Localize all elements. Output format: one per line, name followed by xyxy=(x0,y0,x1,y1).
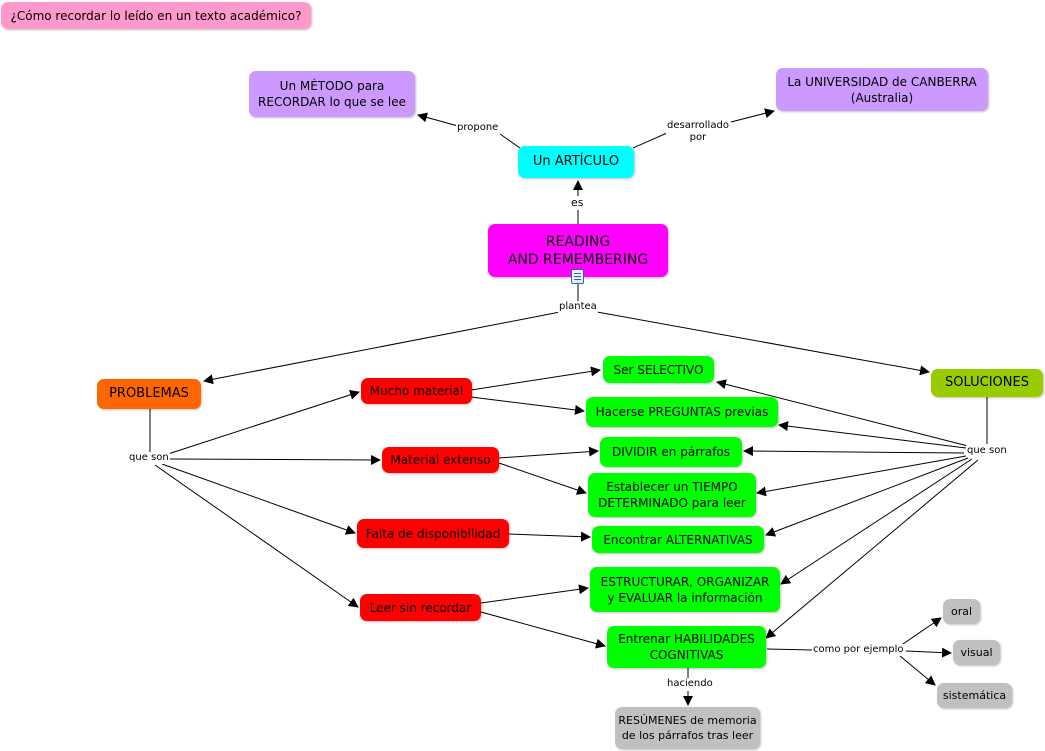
line-articulo-desarrollado xyxy=(632,132,668,149)
link-label-haciendo: haciendo xyxy=(666,678,714,690)
line-ejemplo-oral xyxy=(899,617,942,647)
line-queson-selectivo xyxy=(716,379,969,447)
node-leer-sin-recordar[interactable]: Leer sin recordar xyxy=(360,594,481,621)
focus-question[interactable]: ¿Cómo recordar lo leído en un texto acad… xyxy=(1,2,311,29)
link-label-que-son-problemas: que son xyxy=(128,452,170,464)
line-propone-metodo xyxy=(417,112,459,127)
line-plantea-soluciones xyxy=(596,311,930,376)
line-desarrollado-universidad xyxy=(730,108,775,123)
line-queson-alternativas xyxy=(765,457,969,537)
node-entrenar-habilidades[interactable]: Entrenar HABILIDADES COGNITIVAS xyxy=(607,626,766,668)
line-entrenar-ejemplo xyxy=(766,648,813,651)
line-falta-alternativas xyxy=(507,531,591,542)
link-label-plantea: plantea xyxy=(558,301,598,313)
node-universidad[interactable]: La UNIVERSIDAD de CANBERRA (Australia) xyxy=(776,68,988,111)
line-queson-falta xyxy=(161,463,356,535)
link-label-es: es xyxy=(570,196,585,209)
line-extenso-dividir xyxy=(498,446,599,459)
line-queson-entrenar xyxy=(765,459,979,639)
line-queson-preguntas xyxy=(778,421,967,449)
line-mucho-selectivo xyxy=(470,366,601,391)
line-queson-extenso xyxy=(169,454,381,465)
link-label-que-son-soluciones: que son xyxy=(966,445,1008,457)
node-metodo[interactable]: Un MÉTODO para RECORDAR lo que se lee xyxy=(249,71,415,117)
node-tiempo-determinado[interactable]: Establecer un TIEMPO DETERMINADO para le… xyxy=(588,473,756,517)
line-queson-leer xyxy=(154,464,359,608)
node-resumenes[interactable]: RESÚMENES de memoria de los párrafos tra… xyxy=(615,707,760,749)
node-dividir-parrafos[interactable]: DIVIDIR en párrafos xyxy=(600,437,742,467)
link-label-como-por-ejemplo: como por ejemplo xyxy=(812,644,905,656)
node-preguntas-previas[interactable]: Hacerse PREGUNTAS previas xyxy=(586,397,778,427)
node-oral[interactable]: oral xyxy=(943,599,980,624)
line-queson-dividir xyxy=(743,446,965,457)
document-icon[interactable] xyxy=(571,269,584,284)
node-falta-disponibilidad[interactable]: Falta de disponibilidad xyxy=(357,519,509,548)
line-articulo-propone xyxy=(499,133,521,149)
node-estructurar[interactable]: ESTRUCTURAR, ORGANIZAR y EVALUAR la info… xyxy=(590,567,780,612)
node-articulo[interactable]: Un ARTÍCULO xyxy=(518,146,634,178)
line-plantea-problemas xyxy=(203,311,561,385)
node-visual[interactable]: visual xyxy=(953,640,1000,665)
line-extenso-tiempo xyxy=(498,462,587,495)
node-problemas[interactable]: PROBLEMAS xyxy=(97,379,201,409)
line-leer-estructurar xyxy=(480,584,589,604)
line-queson-tiempo xyxy=(756,455,967,497)
node-encontrar-alternativas[interactable]: Encontrar ALTERNATIVAS xyxy=(592,526,764,553)
node-soluciones[interactable]: SOLUCIONES xyxy=(931,369,1043,397)
line-leer-entrenar xyxy=(480,611,606,649)
line-ejemplo-sistematica xyxy=(899,655,936,686)
line-queson-mucho xyxy=(167,390,360,455)
node-ser-selectivo[interactable]: Ser SELECTIVO xyxy=(603,356,714,383)
node-mucho-material[interactable]: Mucho material xyxy=(361,378,472,404)
line-mucho-preguntas xyxy=(470,396,585,415)
link-label-desarrollado-por: desarrollado por xyxy=(666,120,730,144)
node-reading[interactable]: READING AND REMEMBERING xyxy=(488,224,668,277)
node-material-extenso[interactable]: Material extenso xyxy=(382,447,499,473)
link-label-propone: propone xyxy=(456,122,500,134)
line-ejemplo-visual xyxy=(905,647,952,658)
line-queson-estructurar xyxy=(780,458,973,585)
node-sistematica[interactable]: sistemática xyxy=(937,683,1012,708)
